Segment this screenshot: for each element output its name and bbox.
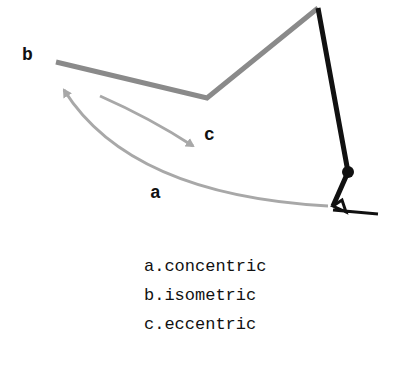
eccentric-arrow bbox=[100, 96, 193, 146]
key-item: c.eccentric bbox=[144, 316, 256, 335]
key-item: a.concentric bbox=[144, 258, 266, 277]
callout-letter: b bbox=[22, 46, 33, 66]
concentric-arrow bbox=[64, 90, 328, 206]
lever-arm bbox=[56, 8, 318, 98]
knee-joint bbox=[342, 166, 354, 178]
callout-letter: c bbox=[204, 126, 215, 146]
leg-segment bbox=[318, 8, 348, 206]
key-item: b.isometric bbox=[144, 287, 256, 306]
foot bbox=[333, 200, 378, 214]
callout-letter: a bbox=[150, 184, 161, 204]
